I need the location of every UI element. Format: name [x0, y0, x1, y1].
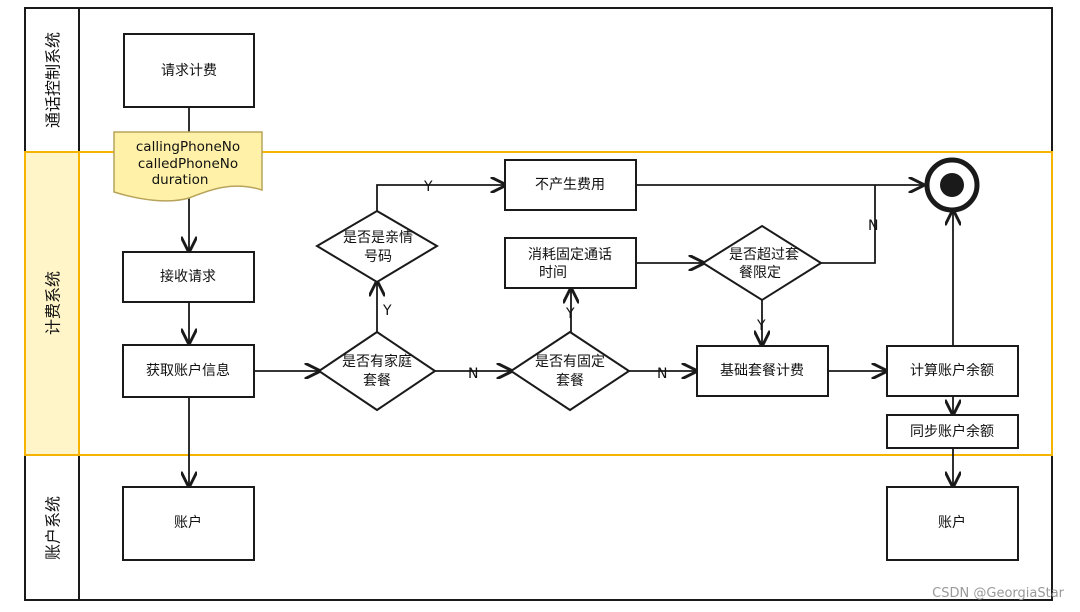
node-label: 接收请求 [160, 268, 216, 285]
lane-label-account: 账户系统 [44, 496, 63, 560]
decision-line-1: 是否是亲情 [343, 230, 413, 246]
decision-line-1: 是否超过套 [729, 247, 799, 263]
decision-line-2: 套餐 [363, 373, 391, 389]
end-event-icon[interactable] [924, 157, 980, 213]
doc-line-2: calledPhoneNo [138, 156, 238, 172]
doc-line-1: callingPhoneNo [136, 139, 240, 155]
node-consume-fixed-time[interactable]: 消耗固定通话 时间 [504, 237, 637, 289]
node-no-charge[interactable]: 不产生费用 [504, 159, 637, 211]
node-exceed-limit-decision[interactable]: 是否超过套 餐限定 [701, 224, 823, 302]
decision-line-2: 套餐 [556, 373, 584, 389]
node-label: 同步账户余额 [910, 423, 994, 440]
node-line-2: 时间 [539, 265, 567, 281]
node-label: 计算账户余额 [910, 362, 994, 379]
edge-label-exceed-no: N [868, 218, 878, 234]
lane-label-billing: 计费系统 [44, 271, 63, 335]
node-fixed-plan-decision[interactable]: 是否有固定 套餐 [509, 330, 631, 412]
node-param-document[interactable]: callingPhoneNo calledPhoneNo duration [113, 131, 263, 202]
node-family-plan-decision[interactable]: 是否有家庭 套餐 [317, 330, 437, 412]
doc-line-3: duration [152, 172, 209, 188]
node-relative-number-decision[interactable]: 是否是亲情 号码 [315, 209, 439, 284]
node-label: 获取账户信息 [146, 362, 230, 379]
node-line-1: 消耗固定通话 [528, 247, 612, 263]
node-label: 基础套餐计费 [720, 362, 804, 379]
node-request-billing[interactable]: 请求计费 [123, 33, 255, 108]
lane-billing: 计费系统 [24, 151, 1053, 456]
edge-label-family-no: N [468, 366, 478, 382]
edge-label-fixed-no: N [657, 366, 667, 382]
lane-label-call-control: 通话控制系统 [44, 32, 63, 128]
decision-line-2: 餐限定 [739, 265, 781, 281]
edge-label-exceed-yes: Y [756, 318, 766, 334]
edge-label-relative-yes: Y [423, 179, 433, 195]
edge-label-family-yes: Y [382, 303, 392, 319]
edge-exceed-to-end [821, 185, 876, 264]
edge-label-fixed-yes: Y [565, 306, 575, 322]
node-label: 账户 [174, 514, 202, 531]
node-label: 账户 [938, 514, 966, 531]
node-label: 请求计费 [161, 63, 217, 79]
node-account-left[interactable]: 账户 [122, 486, 255, 561]
decision-line-1: 是否有固定 [535, 354, 605, 370]
edge-labels: Y Y N Y N Y N [382, 179, 878, 382]
decision-line-2: 号码 [364, 249, 392, 265]
watermark-text: CSDN @GeorgiaStar [932, 586, 1064, 601]
node-basic-billing[interactable]: 基础套餐计费 [696, 345, 829, 397]
node-sync-balance[interactable]: 同步账户余额 [886, 414, 1019, 449]
edge-relative-to-no-charge [376, 185, 505, 211]
node-calc-balance[interactable]: 计算账户余额 [886, 345, 1019, 397]
decision-line-1: 是否有家庭 [342, 353, 412, 370]
node-account-right[interactable]: 账户 [886, 486, 1019, 561]
node-get-account-info[interactable]: 获取账户信息 [122, 344, 255, 398]
node-receive-request[interactable]: 接收请求 [122, 251, 255, 303]
edges [189, 107, 953, 486]
lane-account: 账户系统 [24, 454, 1053, 601]
node-label: 不产生费用 [535, 177, 605, 193]
